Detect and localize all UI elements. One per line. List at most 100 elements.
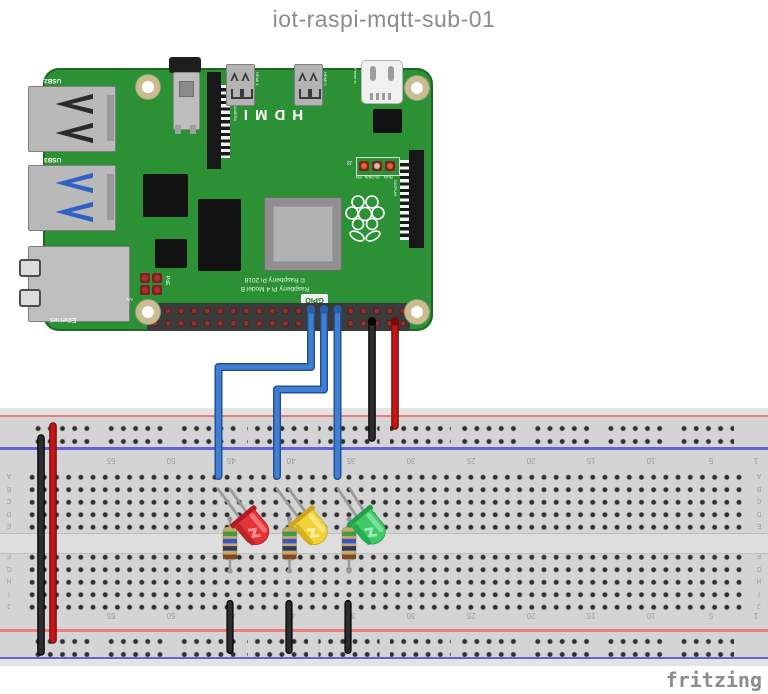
row-label: C xyxy=(756,497,762,504)
column-label: 45 xyxy=(226,611,236,620)
poe-pad xyxy=(152,285,162,295)
camera-connector xyxy=(207,72,221,169)
column-label: 45 xyxy=(226,456,236,465)
column-label: 5 xyxy=(708,456,714,465)
usb3-label: USB3 xyxy=(44,156,62,163)
raspberry-pi-logo xyxy=(345,195,385,242)
row-label: D xyxy=(756,510,762,517)
board-copyright-text: © Raspberry Pi 2018 xyxy=(244,275,306,283)
hdmi0-pin-icon xyxy=(309,71,318,81)
logo-berry xyxy=(365,195,379,209)
power-in-pin xyxy=(370,66,376,81)
display-label: DISPLAY xyxy=(393,180,398,197)
row-label: A xyxy=(6,472,12,479)
breadboard: 55 50 45 40 35 30 25 20 15 10 5 1 55 50 … xyxy=(0,408,768,666)
bottom-positive-rail-line xyxy=(0,629,768,632)
global-en-label: GLOBAL_EN xyxy=(356,175,380,180)
gpio-header xyxy=(147,303,410,331)
j2-pad xyxy=(372,161,382,171)
row-label: B xyxy=(756,485,762,492)
ethernet-contact xyxy=(19,289,41,307)
column-label: 10 xyxy=(646,456,656,465)
hdmi1-label: HDMI 1 xyxy=(255,72,260,86)
board-model-text: Raspberry Pi 4 Model B xyxy=(240,284,310,292)
ethernet-label: Ethernet xyxy=(50,316,77,323)
row-label: E xyxy=(756,522,762,529)
column-label: 30 xyxy=(406,611,416,620)
power-in-port xyxy=(361,60,403,104)
memory-chip xyxy=(198,199,241,271)
bottom-negative-rail-line xyxy=(0,656,768,659)
logo-leaf xyxy=(349,230,365,242)
column-label: 25 xyxy=(466,611,476,620)
ethernet-port xyxy=(19,246,130,322)
diagram-title: iot-raspi-mqtt-sub-01 xyxy=(272,6,496,32)
column-label: 50 xyxy=(166,611,176,620)
usb-controller-chip xyxy=(373,109,402,133)
top-power-rail-holes xyxy=(32,422,734,450)
column-label: 15 xyxy=(586,456,596,465)
av-label: A/V xyxy=(126,297,134,302)
row-label: I xyxy=(758,590,760,597)
mount-hole xyxy=(136,75,160,99)
row-label: G xyxy=(756,565,762,572)
logo-berry xyxy=(345,206,359,220)
audio-jack-body xyxy=(173,72,200,134)
poe-pad-dot xyxy=(154,275,160,281)
row-label: J xyxy=(7,602,11,609)
row-label: B xyxy=(6,485,12,492)
usb3-tongue-icon xyxy=(55,201,93,223)
logo-berry xyxy=(351,217,365,231)
terminal-strip-holes-a-e xyxy=(26,471,742,531)
hdmi0-slot xyxy=(299,89,310,99)
hdmi-silkscreen-label: HDMI xyxy=(236,106,304,123)
logo-berry xyxy=(371,206,385,220)
j2-pad-dot xyxy=(361,163,367,169)
audio-jack-cap xyxy=(169,57,201,73)
audio-jack-leg xyxy=(175,125,181,134)
camera-connector-contacts xyxy=(221,85,230,158)
column-label: 50 xyxy=(166,456,176,465)
usb2-tongue-icon xyxy=(55,122,93,144)
column-label: 55 xyxy=(106,456,116,465)
column-label: 10 xyxy=(646,611,656,620)
logo-leaf xyxy=(365,230,381,242)
ethernet-controller-chip xyxy=(143,174,188,217)
hdmi1-pin-icon xyxy=(241,71,250,81)
row-label: H xyxy=(6,577,12,584)
poe-pad-dot xyxy=(142,275,148,281)
column-label: 40 xyxy=(286,611,296,620)
poe-pad xyxy=(140,285,150,295)
row-label: G xyxy=(6,565,12,572)
top-positive-rail-line xyxy=(0,414,768,417)
column-label: 1 xyxy=(753,611,759,620)
hdmi1-pin-icon xyxy=(230,71,239,81)
small-chip xyxy=(155,239,187,268)
column-label: 20 xyxy=(526,456,536,465)
j2-label: J2 xyxy=(347,159,353,165)
row-label: F xyxy=(756,552,762,559)
row-label: F xyxy=(6,552,12,559)
hdmi0-label: HDMI 0 xyxy=(323,72,328,86)
row-label: D xyxy=(6,510,12,517)
mount-hole xyxy=(405,300,429,324)
top-negative-rail-line xyxy=(0,447,768,450)
poe-pad-dot xyxy=(154,287,160,293)
terminal-strip-holes-f-j xyxy=(26,551,742,611)
breadboard-top-edge xyxy=(0,408,768,415)
row-label: E xyxy=(6,522,12,529)
hdmi0-pin-icon xyxy=(298,71,307,81)
fritzing-watermark: fritzing xyxy=(665,668,762,692)
power-in-pin xyxy=(388,66,394,81)
j2-pad xyxy=(385,161,395,171)
soc-chip-top xyxy=(273,206,333,262)
usb2-label: USB2 xyxy=(44,77,62,84)
row-label: J xyxy=(757,602,761,609)
logo-berry xyxy=(351,195,365,209)
power-in-label: Power In xyxy=(353,68,358,84)
column-label: 30 xyxy=(406,456,416,465)
mount-hole xyxy=(136,300,160,324)
j2-header xyxy=(356,157,400,176)
mount-hole xyxy=(405,76,429,100)
j2-pad xyxy=(359,161,369,171)
